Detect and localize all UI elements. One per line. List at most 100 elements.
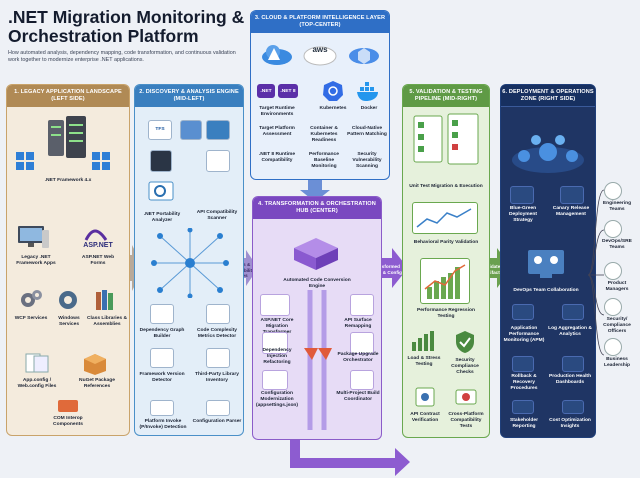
- hub-label-configmodern: Configuration Modernization (appsettings…: [255, 391, 299, 408]
- team-label-engineering: Engineering Teams: [602, 201, 632, 212]
- validation-label-security: Security Compliance Checks: [451, 358, 479, 375]
- business-leadership-icon: [604, 338, 622, 356]
- flow-label-transformed: Transformed Code & Config: [370, 264, 402, 275]
- cost-insights-icon: [562, 400, 584, 414]
- validation-panel-title: 5. Validation & Testing Pipeline (Mid-Ri…: [403, 85, 489, 107]
- team-connector-lines: [587, 189, 605, 356]
- gears-icon: [18, 288, 44, 312]
- cloud-label-net8compat: .NET 8 Runtime Compatibility: [258, 152, 296, 163]
- deploy-label-bluegreen: Blue-Green Deployment Strategy: [509, 206, 537, 223]
- security-officer-icon: [604, 298, 622, 316]
- hub-label-apisurface: API Surface Remapping: [344, 318, 372, 329]
- team-label-security: Security/ Compliance Officers: [603, 317, 631, 334]
- azure-cloud-icon: [260, 42, 294, 66]
- deploy-label-logs: Log Aggregation & Analytics: [548, 326, 592, 337]
- validation-label-load: Load & Stress Testing: [407, 356, 441, 367]
- health-dashboard-icon: [562, 356, 584, 372]
- desktop-icon: [16, 224, 50, 250]
- hub-pipeline-lines: [304, 290, 332, 430]
- reporting-icon: [512, 400, 534, 414]
- team-label-business: Business Leadership: [603, 357, 631, 368]
- page-title: .NET Migration Monitoring & Orchestratio…: [8, 7, 245, 46]
- validation-label-parity: Behavioral Parity Validation: [413, 240, 479, 245]
- discovery-label-configparser: Configuration Parser: [192, 419, 242, 424]
- shield-check-icon: [454, 330, 476, 354]
- dotnet-badge-text: .NET: [260, 89, 272, 94]
- legacy-label-framework: .NET Framework 4.x: [44, 178, 92, 183]
- devops-team-icon: [604, 220, 622, 238]
- aws-cloud-icon: [302, 42, 338, 66]
- conversion-engine-icon: [292, 236, 340, 272]
- discovery-label-thirdparty: Third-Party Library Inventory: [194, 372, 240, 383]
- library-books-icon: [94, 288, 118, 312]
- gcp-cloud-icon: [346, 42, 382, 66]
- discovery-panel-title: 2. Discovery & Analysis Engine (Mid-Left…: [135, 85, 243, 107]
- bluegreen-icon: [510, 186, 534, 204]
- di-refactor-icon: [262, 332, 288, 354]
- hub-label-engine: Automated Code Conversion Engine: [283, 278, 351, 289]
- arrow-validation-to-deploy: [487, 248, 512, 288]
- visual-studio-icon: [206, 120, 230, 140]
- cloud-label-k8s: Kubernetes: [319, 106, 347, 111]
- docker-icon: [356, 82, 382, 102]
- api-contract-icon: [414, 386, 436, 408]
- discovery-label-pinvoke: Platform Invoke (P/Invoke) Detection: [139, 419, 187, 430]
- cloud-label-perfbaseline: Performance Baseline Monitoring: [309, 152, 339, 169]
- github-icon: [150, 150, 172, 172]
- package-upgrade-icon: [350, 332, 374, 354]
- deploy-label-devops: DevOps Team Collaboration: [513, 288, 579, 293]
- regression-chart-icon: [420, 258, 470, 304]
- cloud-label-runtime: Target Runtime Environments: [259, 106, 295, 117]
- windows-logo-icon-right: [90, 150, 112, 172]
- team-collaboration-icon: [526, 246, 566, 282]
- metrics-chart-icon: [206, 304, 230, 324]
- canary-icon: [560, 186, 584, 204]
- dotnet-badge: .NET: [257, 84, 275, 98]
- hub-label-di: Dependency Injection Refactoring: [262, 348, 292, 365]
- cloud-label-readiness: Container & Kubernetes Readiness: [310, 126, 338, 143]
- discovery-label-portability: .NET Portability Analyzer: [143, 212, 181, 223]
- com-chip-icon: [56, 398, 80, 414]
- cloud-label-docker: Docker: [360, 106, 378, 111]
- validation-label-unit: Unit Test Migration & Execution: [409, 184, 483, 189]
- aws-text: aws: [312, 45, 328, 54]
- config-modernize-icon: [262, 370, 288, 390]
- hub-panel: 4. Transformation & Orchestration Hub (C…: [252, 196, 382, 440]
- deploy-label-apm: Application Performance Monitoring (APM): [503, 326, 545, 343]
- build-coordinator-icon: [350, 370, 374, 390]
- discovery-label-framework: Framework Version Detector: [139, 372, 185, 383]
- kubernetes-icon: [322, 80, 344, 102]
- windows-logo-icon: [14, 150, 36, 172]
- analyzer-magnifier-icon: [148, 180, 174, 202]
- cross-platform-icon: [454, 386, 478, 408]
- discovery-panel: 2. Discovery & Analysis Engine (Mid-Left…: [134, 84, 244, 436]
- deploy-label-health: Production Health Dashboards: [548, 374, 592, 385]
- discovery-label-apicompat: API Compatibility Scanner: [196, 210, 238, 221]
- config-parser-icon: [206, 400, 230, 416]
- server-rack-icon: [44, 116, 92, 162]
- tfs-text: TFS: [155, 127, 165, 132]
- aspnet-logo-text: ASP.NET: [83, 242, 113, 249]
- aspnet-logo-icon: [84, 226, 108, 244]
- dependency-network-graph: [151, 228, 229, 298]
- api-remap-icon: [350, 294, 374, 316]
- arrow-hub-bottom-loop: [290, 440, 410, 476]
- flow-label-validated: Validated Artifacts: [482, 264, 504, 275]
- dotnet8-badge: .NET 8: [278, 84, 298, 98]
- library-inventory-icon: [206, 348, 230, 368]
- load-test-icon: [410, 330, 436, 352]
- deploy-label-reporting: Stakeholder Reporting: [510, 418, 538, 429]
- aspnetcore-transformer-icon: [260, 294, 290, 316]
- dotnet8-badge-text: .NET 8: [280, 89, 296, 94]
- config-file-icon: [24, 352, 52, 374]
- checklist-icon: [206, 150, 230, 172]
- deployment-cluster-icon: [508, 130, 588, 176]
- log-analytics-icon: [562, 304, 584, 320]
- apm-icon: [512, 304, 534, 320]
- service-gear-icon: [56, 288, 80, 312]
- legacy-label-apps: Legacy .NET Framework Apps: [16, 255, 56, 266]
- discovery-label-depgraph: Dependency Graph Builder: [139, 328, 185, 339]
- team-label-devops: DevOps/SRE Teams: [602, 239, 632, 250]
- dependency-graph-icon: [150, 304, 174, 324]
- hub-panel-title: 4. Transformation & Orchestration Hub (C…: [253, 197, 381, 219]
